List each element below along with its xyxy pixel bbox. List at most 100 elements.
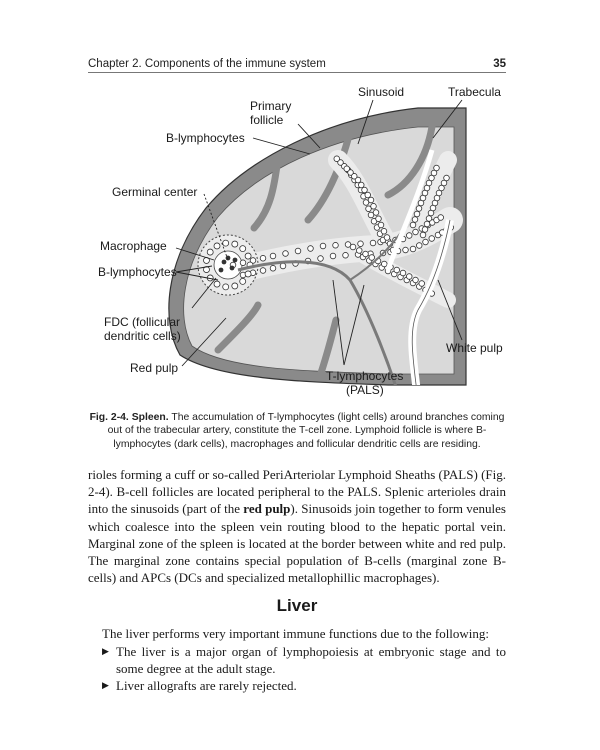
trabecula-septum-5	[316, 316, 340, 380]
dark-b-cell	[218, 267, 224, 273]
t-lymphocyte-cell	[337, 159, 344, 166]
t-lymphocyte-cell	[342, 252, 349, 259]
t-lymphocyte-cell	[440, 179, 448, 187]
t-lymphocyte-cell	[279, 262, 287, 270]
label-fdc-1: FDC (follicular	[104, 315, 180, 329]
body-paragraph-part1: rioles forming a cuff or so-called PeriA…	[88, 467, 506, 517]
t-lymphocyte-cell	[282, 250, 289, 257]
t-lymphocyte-cell	[399, 269, 407, 277]
leader-t-lymphocytes-2	[343, 284, 365, 366]
leader-b-lymphocytes-top	[252, 137, 311, 155]
t-lymphocyte-cell	[413, 210, 421, 218]
leader-macrophage	[175, 247, 215, 261]
t-lymphocyte-cell	[438, 184, 445, 192]
label-b-lymphocytes-left: B-lymphocytes	[98, 265, 177, 279]
t-lymphocyte-cell	[294, 247, 302, 255]
t-lymphocyte-cell	[319, 242, 327, 250]
t-lymphocyte-cell	[239, 259, 247, 266]
header-rule	[88, 72, 506, 73]
label-germinal-center: Germinal center	[112, 185, 197, 199]
t-lymphocyte-cell	[419, 231, 427, 239]
leader-sinusoid	[357, 99, 374, 145]
dark-b-cell	[225, 255, 231, 261]
label-sinusoid: Sinusoid	[358, 85, 404, 99]
t-lymphocyte-cell	[357, 240, 364, 247]
leader-white-pulp	[437, 279, 463, 341]
t-lymphocyte-cell	[423, 220, 431, 228]
sinusoid-channel	[385, 149, 435, 271]
t-lymphocyte-cell	[380, 228, 388, 235]
caption-text: The accumulation of T-lymphocytes (light…	[107, 412, 505, 450]
b-lymphocyte-cell	[231, 240, 239, 248]
label-primary-follicle-2: follicle	[250, 113, 284, 127]
t-lymphocyte-cell	[421, 226, 429, 233]
t-lymphocyte-cell	[362, 250, 369, 258]
trabecula-septum-3	[384, 116, 437, 199]
label-macrophage: Macrophage	[100, 239, 167, 253]
t-lymphocyte-cell	[307, 245, 314, 252]
t-lymphocyte-cell	[368, 254, 375, 261]
t-lymphocyte-cell	[409, 245, 417, 253]
b-lymphocyte-cell	[213, 280, 221, 288]
b-lymphocyte-cell	[239, 245, 247, 253]
t-lymphocyte-cell	[381, 260, 388, 268]
trabecula-septum-1	[250, 154, 282, 232]
t-lymphocyte-cell	[317, 255, 324, 262]
label-primary-follicle-1: Primary	[250, 99, 291, 113]
t-lymphocyte-cell	[356, 247, 363, 254]
t-lymphocyte-cell	[351, 173, 358, 180]
t-lymphocyte-cell	[415, 205, 423, 212]
label-b-lymphocytes-top: B-lymphocytes	[166, 131, 245, 145]
leader-lines	[175, 99, 463, 367]
t-lymphocyte-cell	[418, 280, 425, 287]
b-lymphocyte-cell	[222, 283, 230, 291]
b-lymphocyte-cell	[244, 252, 252, 260]
b-lymphocyte-cell	[222, 239, 230, 247]
t-lymphocyte-cell	[428, 174, 435, 182]
leader-primary-follicle	[297, 123, 321, 149]
t-lymphocyte-cell	[430, 169, 438, 177]
t-lymphocyte-cell	[259, 267, 267, 274]
t-lymphocyte-cells	[203, 155, 454, 297]
label-t-lymphocytes-2: (PALS)	[346, 383, 384, 397]
spleen-figure: Sinusoid Trabecula Primary follicle B-ly…	[88, 80, 508, 400]
bullet-icon: ▶	[102, 646, 109, 656]
t-lymphocyte-cell	[425, 215, 433, 222]
t-lymphocyte-cell	[416, 242, 423, 249]
t-lymphocyte-cell	[362, 199, 370, 206]
section-title: Liver	[276, 596, 318, 615]
t-lymphocyte-cell	[437, 214, 444, 221]
t-lymphocyte-cell	[344, 241, 352, 248]
t-lymphocyte-cell	[411, 216, 419, 223]
t-lymphocyte-cell	[435, 189, 443, 197]
trabecula-septum-2	[304, 128, 354, 224]
dark-b-cell	[232, 257, 238, 263]
t-lymphocyte-cell	[269, 265, 277, 272]
t-lymphocyte-cell	[332, 242, 339, 249]
leader-t-lymphocytes-1	[332, 279, 345, 366]
leader-fdc	[191, 277, 217, 309]
dark-b-cell	[221, 259, 227, 265]
t-lymphocyte-cell	[354, 176, 362, 184]
t-lymphocyte-cell	[259, 255, 267, 262]
caption-label: Fig. 2-4. Spleen.	[89, 412, 169, 423]
b-lymphocyte-cell	[206, 248, 214, 256]
b-lymphocyte-cell	[239, 277, 247, 285]
bullet-icon: ▶	[102, 680, 109, 691]
bullet-text: The liver is a major organ of lymphopoie…	[116, 644, 506, 677]
t-lymphocyte-cell	[369, 239, 377, 247]
label-white-pulp: White pulp	[446, 341, 503, 355]
t-lymphocyte-cell	[364, 191, 371, 199]
t-lymphocyte-cell	[349, 243, 357, 251]
running-header: Chapter 2. Components of the immune syst…	[88, 54, 506, 70]
b-lymphocyte-cell	[244, 270, 252, 278]
t-lymphocyte-cell	[377, 221, 385, 229]
b-lymphocyte-dark-cells	[218, 255, 238, 273]
figure-caption: Fig. 2-4. Spleen. The accumulation of T-…	[88, 411, 506, 451]
b-lymphocyte-cell	[231, 282, 239, 290]
body-paragraph: rioles forming a cuff or so-called PeriA…	[88, 466, 506, 586]
red-pulp-term: red pulp	[243, 501, 291, 517]
leader-b-lymphocytes-left-1	[175, 265, 213, 273]
t-lymphocyte-cell	[425, 179, 433, 187]
